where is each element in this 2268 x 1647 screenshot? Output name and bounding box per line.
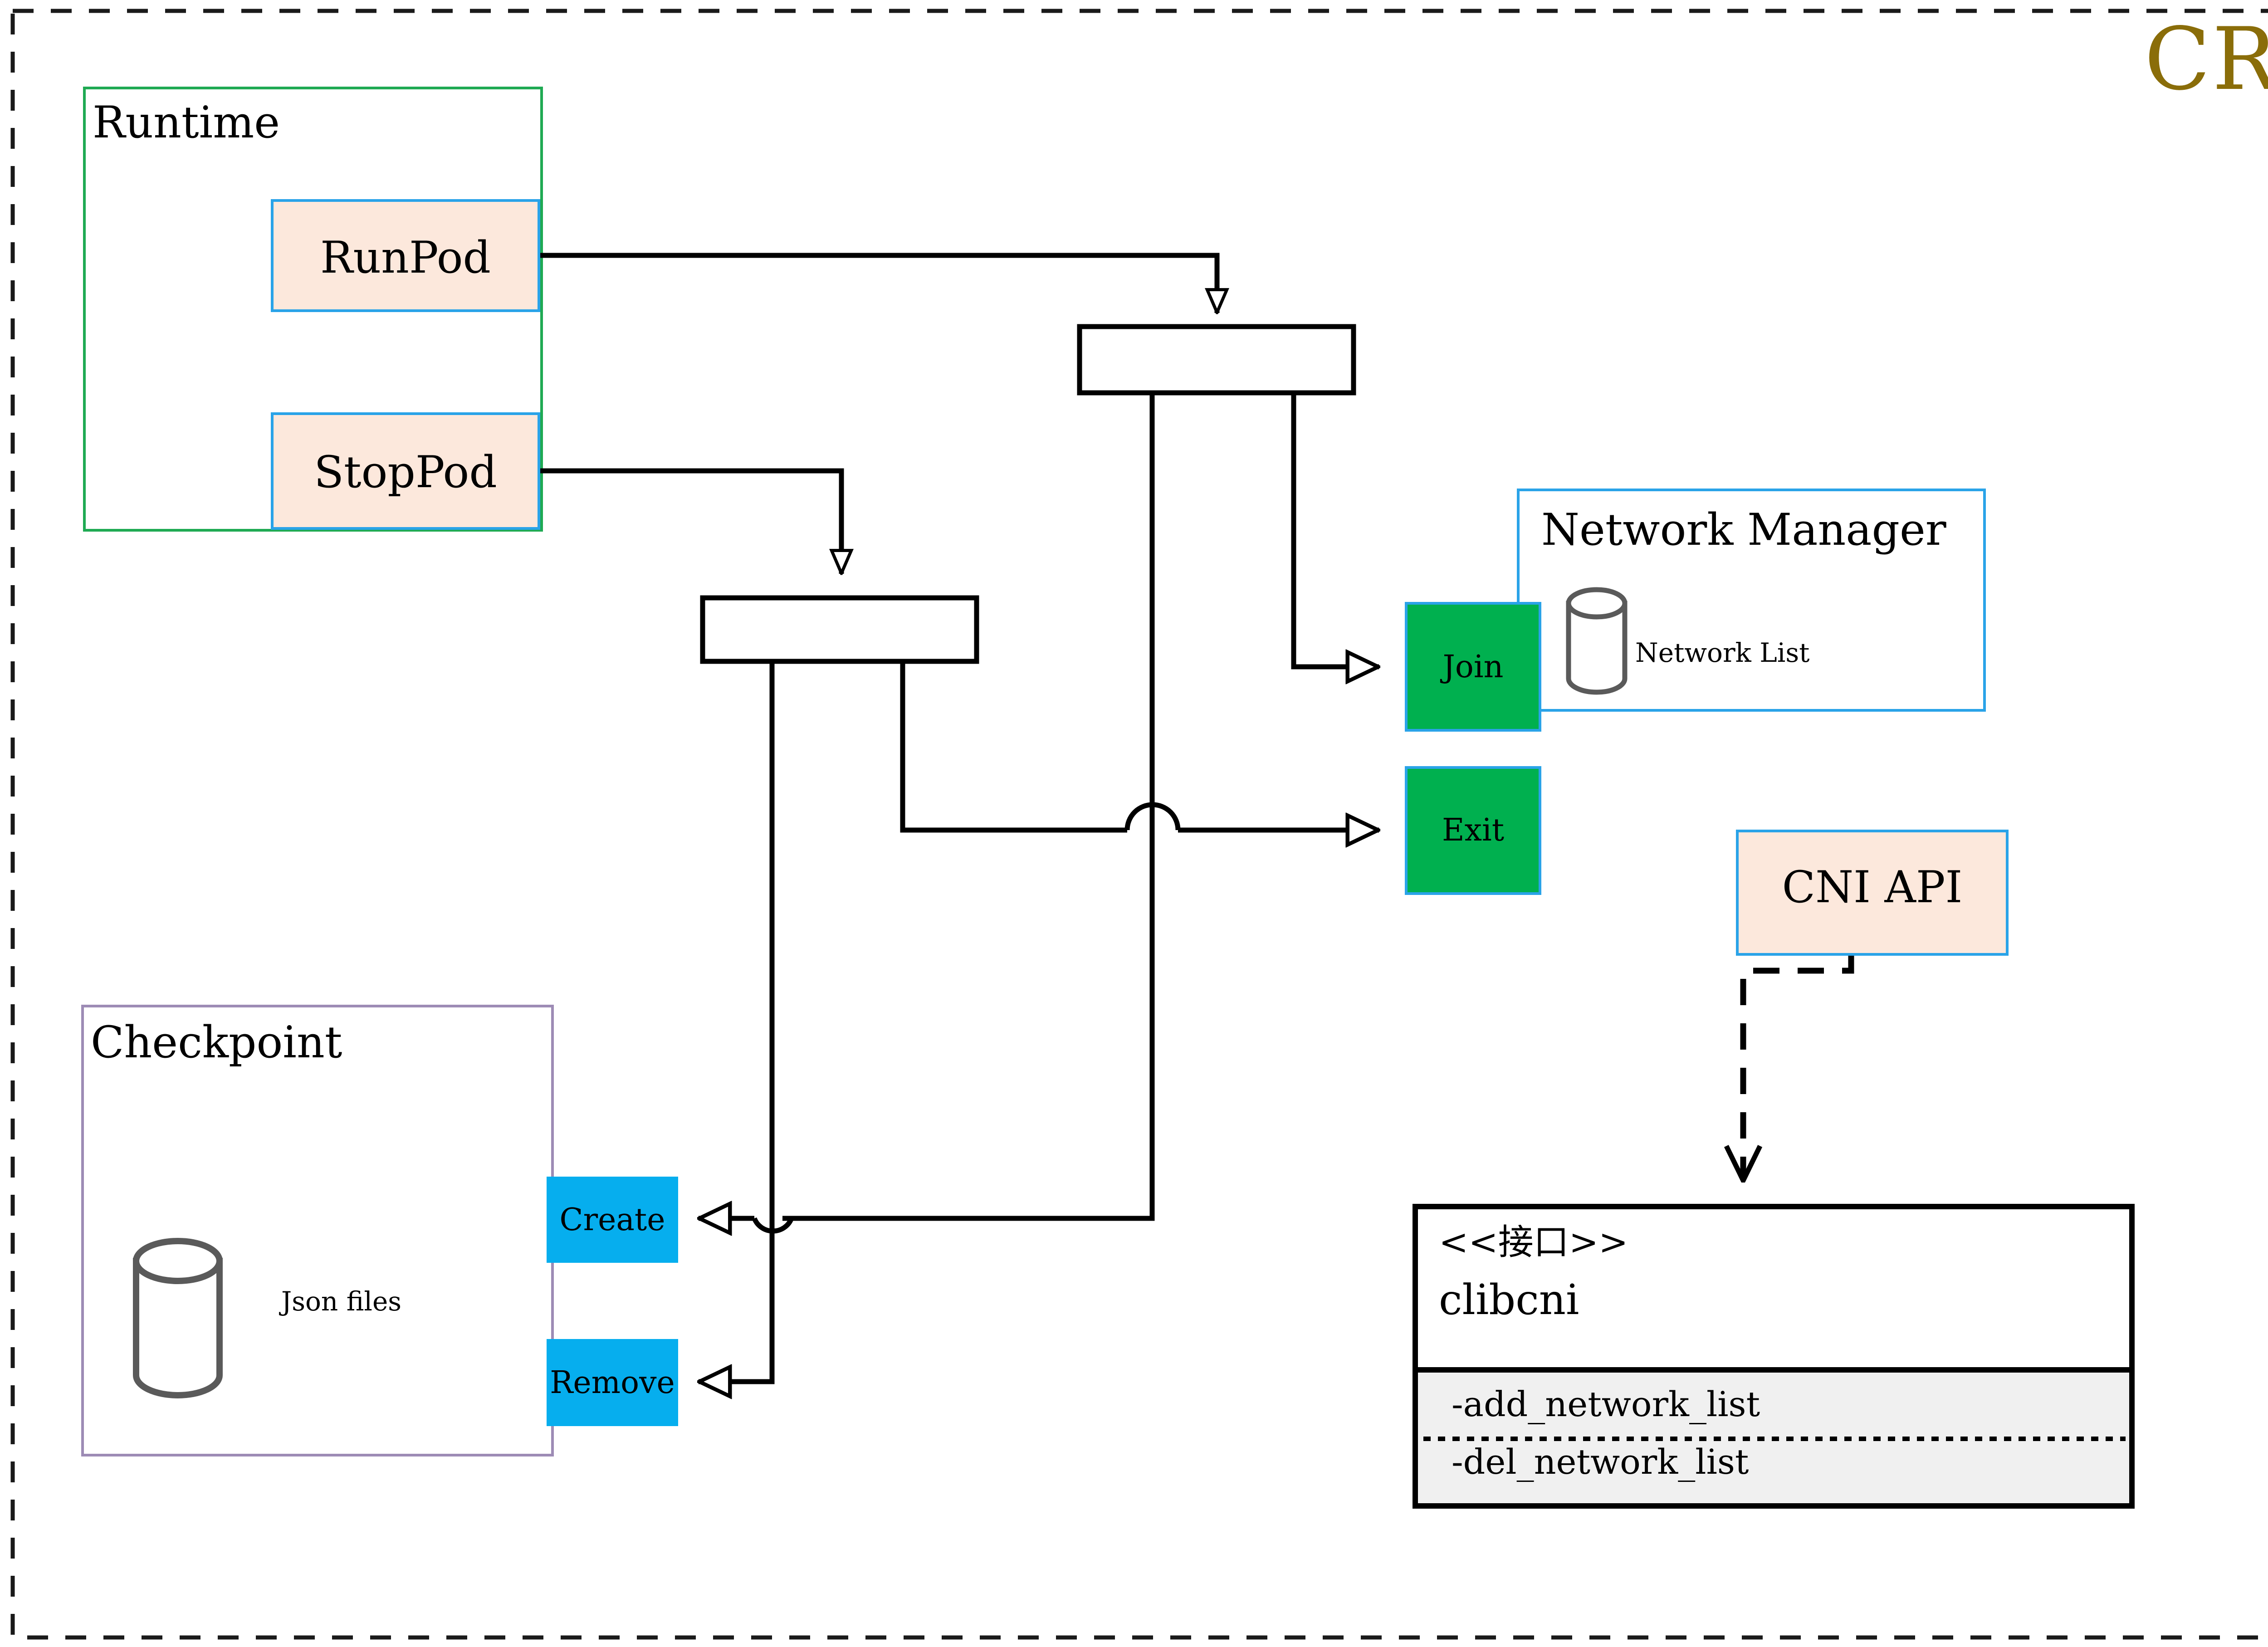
clibcni-name: clibcni — [1439, 1276, 1579, 1324]
runtime-group-label: Runtime — [93, 97, 280, 148]
join-label: Join — [1442, 649, 1504, 685]
edge-stoppod-to-lower-junction — [540, 468, 841, 574]
json-files-label: Json files — [281, 1286, 402, 1317]
join-box[interactable] — [1405, 602, 1541, 732]
stoppod-box[interactable] — [271, 412, 540, 530]
create-box[interactable] — [547, 1177, 678, 1263]
page-title: CRI — [2144, 9, 2268, 109]
edge-lower-junction-to-remove — [699, 661, 775, 1382]
stoppod-label: StopPod — [314, 447, 497, 498]
json-files-cylinder-icon — [133, 1238, 223, 1398]
cni-api-label: CNI API — [1782, 862, 1963, 913]
network-list-label: Network List — [1635, 637, 1810, 668]
clibcni-method-add[interactable]: -add_network_list — [1452, 1384, 1760, 1424]
runpod-label: RunPod — [320, 232, 491, 283]
network-manager-group-label: Network Manager — [1541, 504, 1946, 555]
line-hop-exit-row — [1124, 802, 1181, 831]
outer-dashed-frame — [10, 9, 2268, 1640]
edge-runpod-to-upper-junction — [540, 253, 1217, 313]
lower-junction-box[interactable] — [700, 595, 979, 664]
clibcni-method-del[interactable]: -del_network_list — [1452, 1442, 1749, 1482]
create-label: Create — [559, 1202, 665, 1238]
edge-upper-junction-to-create — [782, 393, 1155, 1221]
remove-box[interactable] — [547, 1339, 678, 1426]
upper-junction-box[interactable] — [1077, 324, 1356, 396]
exit-label: Exit — [1442, 812, 1505, 848]
runpod-box[interactable] — [271, 199, 540, 312]
clibcni-stereotype: <<接口>> — [1439, 1222, 1628, 1263]
edge-upper-junction-to-join — [1291, 393, 1379, 667]
cni-api-box[interactable] — [1736, 830, 2009, 956]
remove-label: Remove — [550, 1365, 675, 1401]
edge-lower-junction-to-exit — [900, 661, 1127, 833]
edge-cniapi-to-clibcni-dashed — [1743, 953, 1854, 1179]
checkpoint-group-label: Checkpoint — [91, 1017, 342, 1068]
network-list-cylinder-icon — [1566, 587, 1628, 695]
exit-box[interactable] — [1405, 766, 1541, 895]
